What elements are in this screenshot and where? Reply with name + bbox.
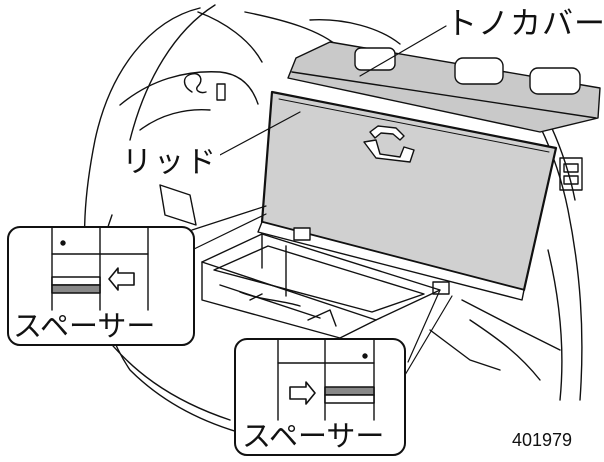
hinge-left (293, 227, 311, 241)
leader-tonneau-cover (359, 25, 447, 77)
spacer-label-left: スペーサー (13, 309, 156, 343)
lid-panel (257, 90, 558, 301)
spacer-callout-left (7, 205, 267, 346)
tonneau-cover-shape (287, 41, 601, 133)
lid-handle-icon (363, 125, 415, 163)
leader-lid (217, 111, 301, 157)
trim-slot (216, 83, 226, 101)
spacer-callout-right (234, 289, 453, 456)
trim-clip-icon (183, 72, 207, 94)
side-switch-panel (559, 157, 583, 191)
lid-label: リッド (120, 145, 220, 180)
figure-code: 401979 (512, 430, 573, 450)
spacer-label-right: スペーサー (242, 419, 385, 453)
tonneau-cover-label: トノカバー (446, 6, 604, 42)
